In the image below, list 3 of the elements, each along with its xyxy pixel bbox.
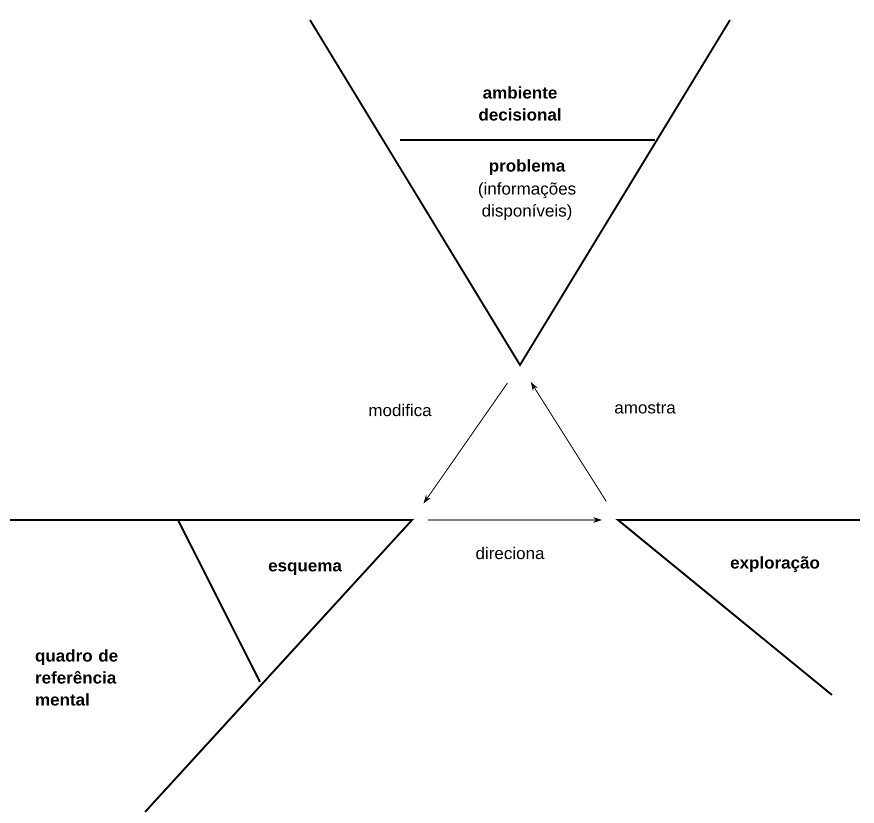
edge-label: direciona xyxy=(474,544,546,562)
edge-label: modifica xyxy=(366,402,434,418)
edge-label: amostra xyxy=(612,400,678,416)
